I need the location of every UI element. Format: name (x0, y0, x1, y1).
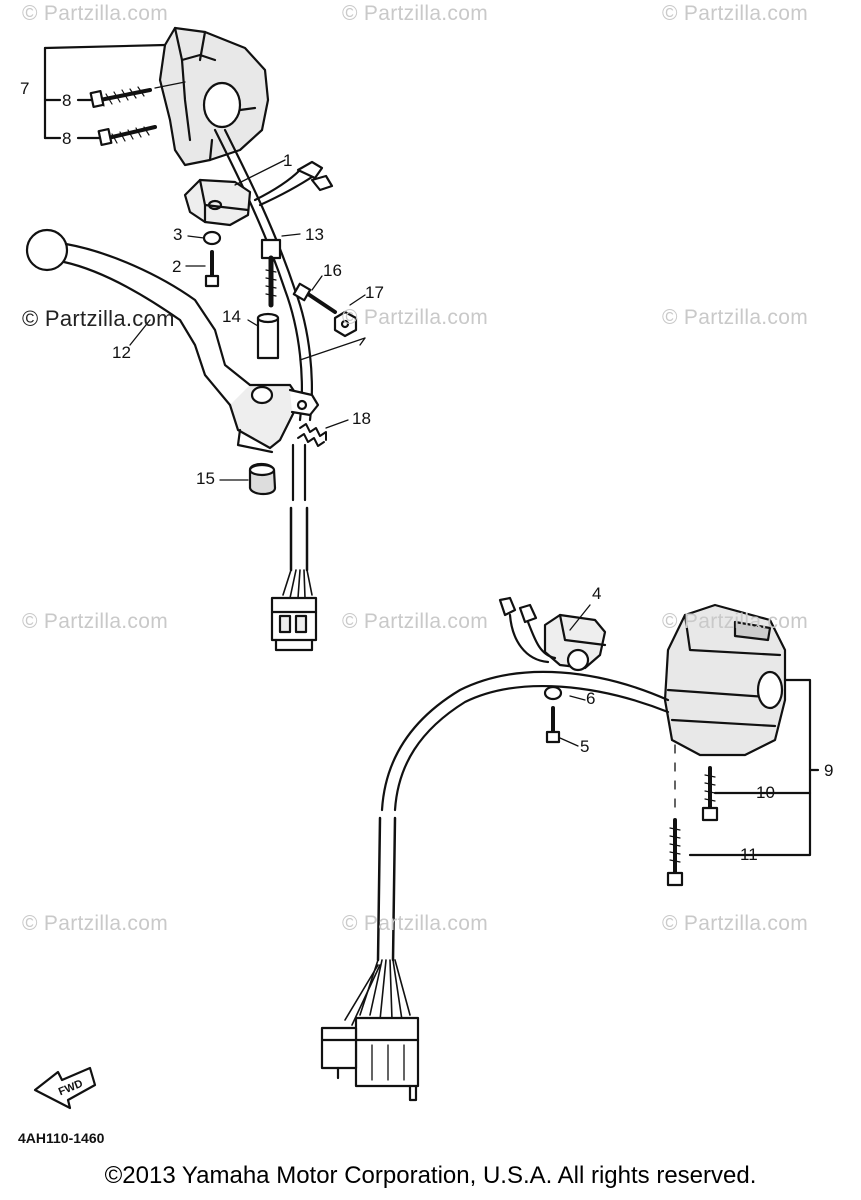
watermark: © Partzilla.com (662, 912, 809, 935)
watermark-dark: © Partzilla.com (22, 306, 175, 331)
fwd-arrow: FWD (33, 1066, 97, 1110)
callout-9: 9 (824, 761, 834, 780)
watermark: © Partzilla.com (342, 610, 489, 633)
screw-5 (545, 706, 561, 744)
watermark: © Partzilla.com (22, 610, 169, 633)
right-connector-large (354, 1016, 420, 1102)
right-switch-housing (663, 603, 787, 757)
callout-8: 8 (62, 91, 72, 110)
watermark: © Partzilla.com (342, 2, 489, 25)
callout-3: 3 (173, 225, 183, 244)
collar-14 (256, 312, 280, 360)
left-switch-housing (158, 26, 270, 167)
diagram-code: 4AH110-1460 (18, 1130, 105, 1146)
spring-18 (297, 423, 327, 447)
copyright-notice: ©2013 Yamaha Motor Corporation, U.S.A. A… (104, 1162, 757, 1189)
callout-8: 8 (62, 129, 72, 148)
callout-11: 11 (740, 845, 758, 864)
grommet-15 (248, 462, 277, 496)
nut-17 (333, 310, 358, 338)
watermark: © Partzilla.com (22, 912, 169, 935)
screw-10 (701, 766, 719, 822)
watermark: © Partzilla.com (662, 610, 809, 633)
callout-18: 18 (352, 409, 371, 428)
callout-16: 16 (323, 261, 342, 280)
watermark: © Partzilla.com (342, 912, 489, 935)
watermark: © Partzilla.com (662, 306, 809, 329)
callout-7: 7 (20, 79, 30, 98)
clutch-switch-1 (183, 178, 252, 227)
callout-1: 1 (283, 151, 293, 170)
callout-4: 4 (592, 584, 602, 603)
callout-5: 5 (580, 737, 590, 756)
bolt-16 (292, 282, 337, 314)
left-connector (270, 596, 318, 652)
screw-11 (666, 818, 684, 887)
callout-13: 13 (305, 225, 324, 244)
callout-10: 10 (756, 783, 775, 802)
nut-6 (543, 685, 563, 701)
watermark: © Partzilla.com (342, 306, 489, 329)
watermark: © Partzilla.com (662, 2, 809, 25)
callout-14: 14 (222, 307, 241, 326)
right-connector-small (320, 1026, 358, 1080)
screw-8-upper (89, 86, 152, 108)
screw-8-lower (97, 125, 157, 146)
callout-17: 17 (365, 283, 384, 302)
callout-6: 6 (586, 689, 596, 708)
bolt-13 (260, 238, 282, 308)
nut-3 (202, 230, 222, 246)
callout-12: 12 (112, 343, 131, 362)
watermark: © Partzilla.com (22, 2, 169, 25)
screw-2 (204, 250, 220, 288)
callout-15: 15 (196, 469, 215, 488)
callout-2: 2 (172, 257, 182, 276)
clutch-lever-12 (25, 228, 320, 454)
